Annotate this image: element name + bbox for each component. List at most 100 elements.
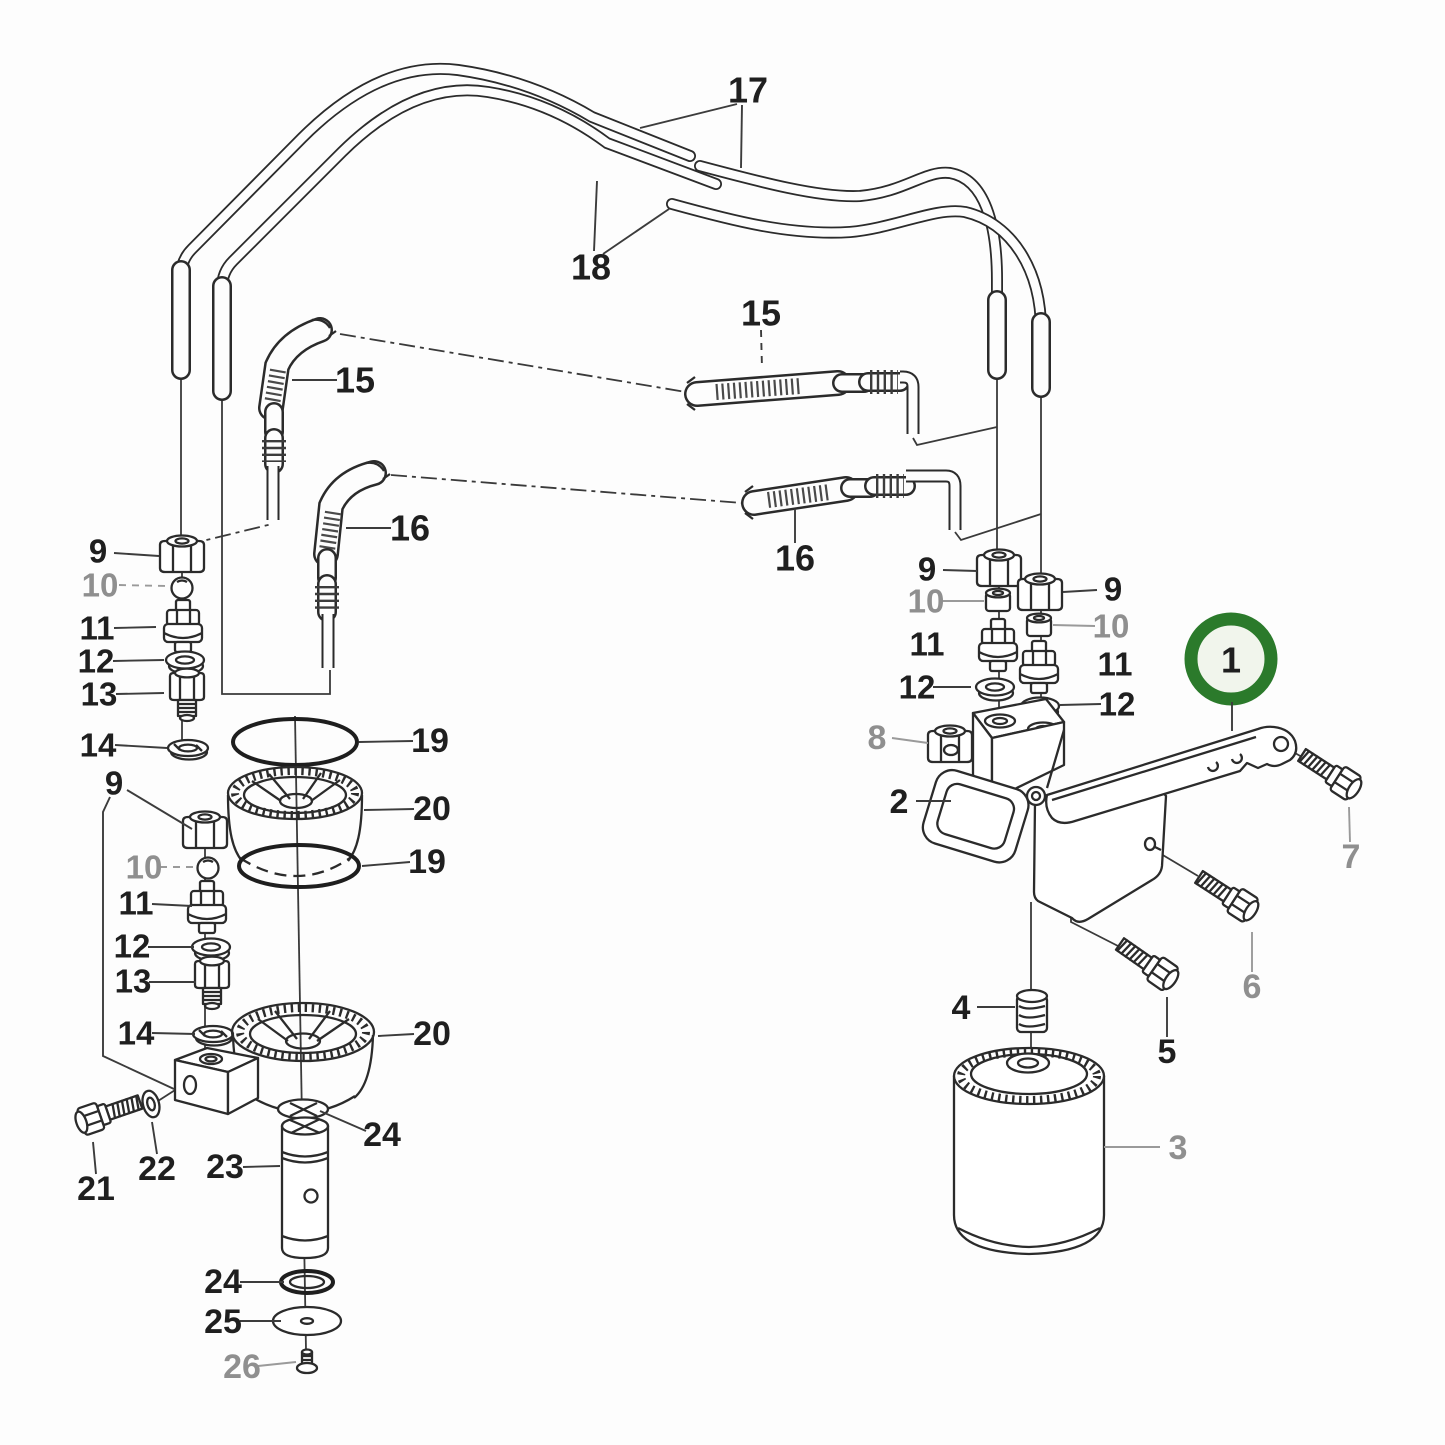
callout-leader-14-19 bbox=[151, 1032, 196, 1035]
bolt-21 bbox=[70, 1087, 146, 1139]
callout-label-5-4: 5 bbox=[1158, 1033, 1177, 1071]
callout-leader-12-11 bbox=[112, 659, 165, 662]
callout-leader-20-27 bbox=[363, 808, 415, 811]
washer-25 bbox=[271, 1305, 343, 1337]
callout-label-15-20: 15 bbox=[335, 360, 375, 401]
callout-label-9-41: 9 bbox=[1104, 571, 1122, 608]
callout-leader-19-28 bbox=[361, 861, 411, 867]
bolt-7 bbox=[1293, 742, 1367, 805]
callout-leader-21-30 bbox=[92, 1141, 97, 1175]
callout-label-23-32: 23 bbox=[206, 1148, 244, 1186]
junction-block bbox=[173, 1046, 260, 1116]
filter-head-2 bbox=[921, 697, 1066, 864]
fitting-stack-left-lower bbox=[181, 810, 235, 1047]
callout-leader-12-44 bbox=[1059, 703, 1102, 706]
callout-label-20-29: 20 bbox=[413, 1015, 451, 1053]
hose-15-left bbox=[258, 317, 337, 520]
fitting-stack-left-upper bbox=[158, 534, 210, 761]
callout-label-12-11: 12 bbox=[78, 643, 115, 680]
callout-label-13-12: 13 bbox=[81, 676, 118, 713]
hose-bundle-left bbox=[171, 62, 722, 401]
callout-leader-13-12 bbox=[115, 692, 165, 695]
callout-label-26-36: 26 bbox=[223, 1348, 261, 1386]
callout-label-13-18: 13 bbox=[115, 963, 152, 1000]
callout-label-25-35: 25 bbox=[204, 1303, 242, 1341]
bracket-arm bbox=[1045, 725, 1298, 825]
mounting-bracket-1 bbox=[1025, 725, 1298, 923]
callout-leader-7-6 bbox=[1348, 806, 1351, 843]
callout-label-2-1: 2 bbox=[890, 783, 909, 821]
callout-label-22-31: 22 bbox=[138, 1150, 176, 1188]
callout-label-24-34: 24 bbox=[204, 1263, 242, 1301]
callout-leader-17-24 bbox=[639, 103, 738, 129]
callout-label-10-38: 10 bbox=[908, 583, 945, 620]
callout-leader-9-8 bbox=[113, 552, 160, 557]
callout-leader-22-31 bbox=[151, 1121, 158, 1155]
callout-label-10-9: 10 bbox=[82, 567, 119, 604]
callout-leader-26-36 bbox=[257, 1361, 297, 1367]
callout-label-4-3: 4 bbox=[952, 989, 971, 1027]
callout-leader-9-14 bbox=[126, 789, 193, 830]
oil-filter-3 bbox=[952, 1046, 1106, 1256]
callout-leader-9-41 bbox=[1062, 589, 1098, 593]
callout-label-17-24: 17 bbox=[728, 70, 768, 111]
callout-label-11-43: 11 bbox=[1098, 646, 1133, 683]
o-ring-19b bbox=[237, 843, 361, 889]
callout-label-12-40: 12 bbox=[899, 669, 936, 706]
callout-label-14-13: 14 bbox=[80, 727, 117, 764]
callout-label-16-23: 16 bbox=[775, 538, 815, 579]
callout-label-14-19: 14 bbox=[118, 1015, 155, 1052]
callout-leader-23-32 bbox=[242, 1165, 281, 1168]
nut-8 bbox=[926, 724, 974, 764]
callout-leader-9-14 bbox=[102, 796, 175, 1090]
fitting-stack-right-1 bbox=[974, 548, 1023, 702]
callout-leader-19-26 bbox=[358, 740, 414, 743]
callout-label-21-30: 21 bbox=[77, 1170, 115, 1208]
callout-label-18-25: 18 bbox=[571, 247, 611, 288]
callout-label-3-2: 3 bbox=[1169, 1129, 1188, 1167]
callout-leader-18-25 bbox=[593, 180, 598, 252]
callout-label-6-5: 6 bbox=[1243, 968, 1262, 1006]
o-ring-19a bbox=[231, 717, 359, 767]
washer-22 bbox=[141, 1089, 161, 1119]
callout-leader-11-10 bbox=[113, 626, 157, 629]
alignment-line-hose16 bbox=[390, 474, 743, 504]
callout-label-7-6: 7 bbox=[1342, 838, 1361, 876]
callout-leader-20-29 bbox=[377, 1033, 415, 1037]
fitting-stack-right-2 bbox=[1016, 572, 1064, 721]
callout-label-11-10: 11 bbox=[80, 610, 115, 647]
callout-leader-15-22 bbox=[760, 329, 763, 369]
callout-label-11-39: 11 bbox=[910, 626, 945, 663]
o-ring-24b bbox=[279, 1269, 335, 1295]
callout-label-12-44: 12 bbox=[1099, 686, 1136, 723]
callout-label-1-0: 1 bbox=[1221, 640, 1241, 681]
callout-label-10-42: 10 bbox=[1093, 608, 1130, 645]
fitting-4 bbox=[1015, 988, 1049, 1034]
screw-26 bbox=[295, 1348, 319, 1375]
callout-leader-14-13 bbox=[114, 744, 168, 749]
filter-element-23 bbox=[280, 1116, 330, 1260]
callout-leader-10-42 bbox=[1052, 624, 1096, 627]
bolt-5 bbox=[1110, 931, 1185, 996]
callout-leader-17-24 bbox=[740, 104, 743, 169]
bolt-6 bbox=[1190, 864, 1264, 927]
hose-15-right bbox=[684, 370, 920, 434]
callout-label-19-28: 19 bbox=[408, 843, 446, 881]
hose-16-left bbox=[313, 460, 391, 668]
callout-label-10-15: 10 bbox=[126, 849, 163, 886]
callout-label-9-14: 9 bbox=[105, 765, 123, 802]
callout-leader-11-16 bbox=[151, 903, 193, 907]
callout-label-24-33: 24 bbox=[363, 1116, 401, 1154]
callout-leader-18-25 bbox=[602, 208, 670, 255]
callout-leader-8-7 bbox=[891, 737, 929, 744]
callout-label-15-22: 15 bbox=[741, 293, 781, 334]
callout-label-9-8: 9 bbox=[89, 533, 107, 570]
callout-leader-9-37 bbox=[942, 569, 978, 572]
callout-leader-24-33 bbox=[319, 1110, 367, 1132]
hose-bundle-right bbox=[666, 160, 1051, 398]
callout-label-9-37: 9 bbox=[918, 551, 936, 588]
filter-bowl-upper bbox=[226, 717, 364, 889]
callout-label-20-27: 20 bbox=[413, 790, 451, 828]
